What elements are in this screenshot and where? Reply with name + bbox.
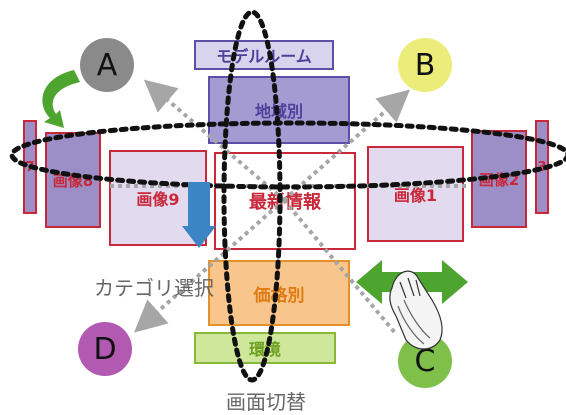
panel-7-label: 7 <box>25 159 35 175</box>
latest-info-label: 最新情報 <box>249 192 321 213</box>
image-9-label: 画像9 <box>136 190 180 209</box>
image-2-panel: 画像2 <box>471 130 527 228</box>
circle-a: A <box>80 38 134 92</box>
by-price-box: 価格別 <box>208 260 350 326</box>
image-9-panel: 画像9 <box>109 150 207 246</box>
circle-d: D <box>78 322 132 376</box>
by-region-box: 地域別 <box>208 76 350 144</box>
panel-7: 7 <box>23 120 37 214</box>
by-region-label: 地域別 <box>254 102 303 121</box>
circle-c-label: C <box>414 343 436 379</box>
circle-d-label: D <box>93 331 117 367</box>
circle-a-label: A <box>96 47 118 83</box>
environment-box: 環境 <box>194 332 336 364</box>
category-select-label: カテゴリ選択 <box>94 276 214 300</box>
green-curve-arrow <box>42 70 80 128</box>
image-1-label: 画像1 <box>393 186 438 205</box>
image-1-panel: 画像1 <box>367 146 464 242</box>
circle-b: B <box>398 38 452 92</box>
screen-switch-label: 画面切替 <box>226 390 306 414</box>
circle-b-label: B <box>414 47 436 83</box>
by-price-label: 価格別 <box>253 285 305 306</box>
panel-3-label: 3 <box>537 159 547 175</box>
environment-label: 環境 <box>248 340 281 359</box>
latest-info-box: 最新情報 <box>214 152 356 250</box>
image-8-panel: 画像8 <box>45 132 101 228</box>
image-2-label: 画像2 <box>478 170 520 189</box>
panel-3: 3 <box>535 120 549 214</box>
model-room-box: モデルルーム <box>194 40 334 70</box>
green-double-arrow <box>356 260 468 304</box>
circle-c: C <box>398 334 452 388</box>
model-room-label: モデルルーム <box>216 47 312 66</box>
image-8-label: 画像8 <box>52 171 94 190</box>
